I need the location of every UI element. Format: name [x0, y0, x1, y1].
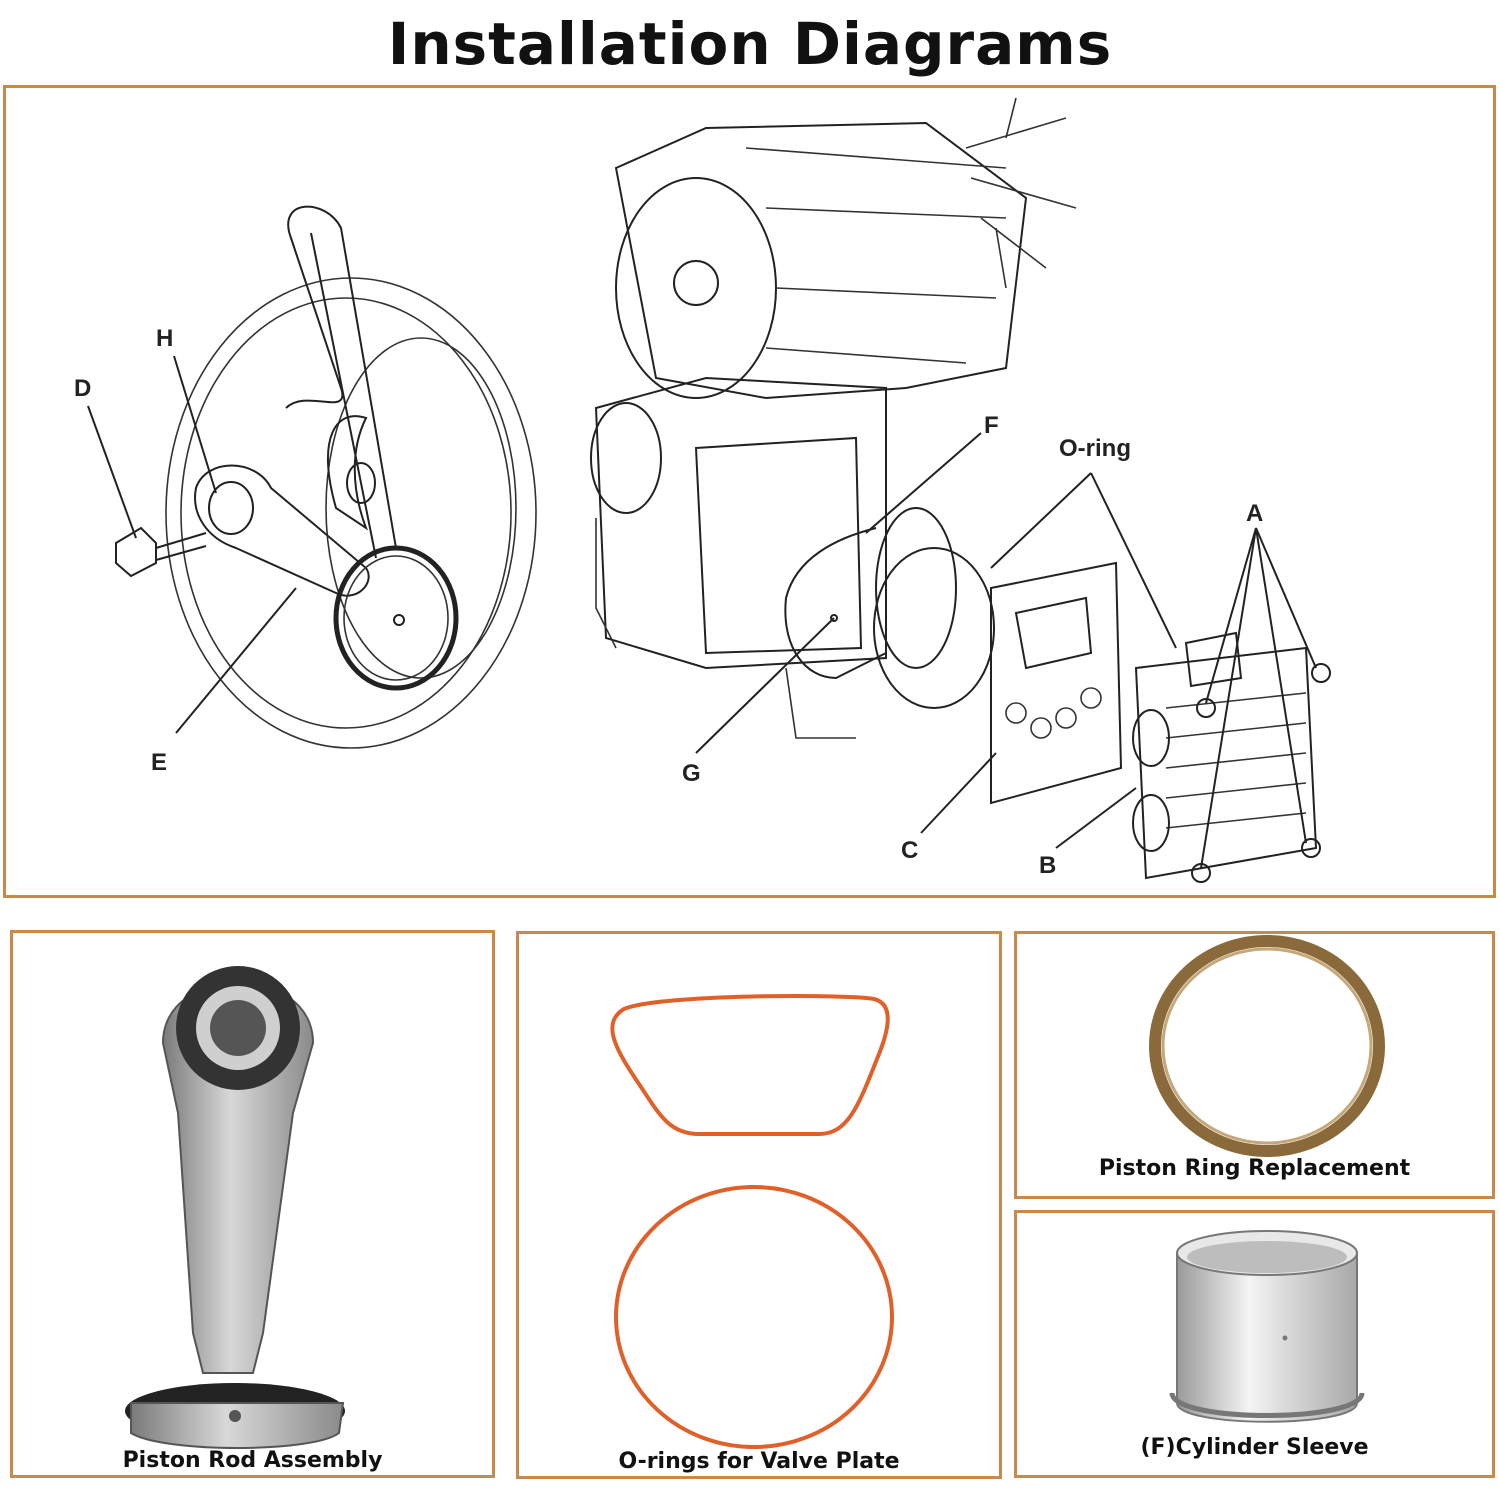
label-a: A: [1246, 500, 1263, 527]
leader-e: [175, 587, 297, 734]
label-b: B: [1039, 852, 1056, 879]
leader-oring-1: [990, 472, 1092, 569]
piston-ring-image: [1149, 935, 1385, 1157]
cylinder-oring: [614, 1185, 894, 1449]
label-d: D: [74, 375, 91, 402]
rod-piston-base: [130, 1402, 345, 1449]
flywheel-outer: [165, 277, 537, 749]
sleeve-bore: [1187, 1241, 1347, 1273]
crankcase-bearing: [590, 402, 662, 514]
cylinder-sleeve-caption: (F)Cylinder Sleeve: [1140, 1435, 1369, 1460]
exploded-diagram: D H E F G: [74, 97, 1331, 883]
cylinder-head-part: B A: [1039, 500, 1331, 883]
piston-face: [343, 555, 449, 681]
leader-a-2: [1255, 527, 1317, 669]
pulley-assembly: D H E: [74, 205, 537, 776]
motor-shaft: [673, 260, 719, 306]
shaft-hole: [346, 462, 376, 504]
sleeve-pin-hole-photo: [1282, 1335, 1288, 1341]
leader-g: [695, 617, 835, 754]
head-fins: [1165, 692, 1307, 829]
label-g: G: [682, 760, 701, 787]
sleeve-oring: [873, 547, 995, 709]
rod-piston-hole: [229, 1410, 241, 1422]
orings-caption: O-rings for Valve Plate: [618, 1449, 900, 1474]
bolt-shaft: [155, 532, 207, 561]
motor-endplate: [615, 177, 777, 399]
page-title: Installation Diagrams: [387, 10, 1113, 78]
flywheel-slot: [327, 415, 369, 531]
head-intake: [1184, 631, 1243, 688]
piston-ring-inner-edge: [1161, 947, 1373, 1145]
valve-port-1: [1005, 702, 1027, 724]
sleeve-flange: [1169, 1392, 1365, 1418]
piston-ring: [1149, 935, 1385, 1157]
rod-bearing: [208, 481, 254, 535]
head-port-bottom: [1132, 794, 1170, 852]
valve-port-2: [1030, 717, 1052, 739]
motor-housing: [614, 121, 1028, 400]
valve-port-3: [1055, 707, 1077, 729]
leader-a-4: [1255, 527, 1307, 844]
orings-image: [610, 994, 894, 1449]
label-f: F: [984, 412, 999, 439]
leader-a-1: [1205, 527, 1257, 704]
drive-belt: [285, 205, 397, 559]
leader-h: [173, 355, 217, 494]
valve-port-4: [1080, 687, 1102, 709]
valve-plate: [990, 561, 1123, 805]
head-bolt-1: [1196, 698, 1216, 718]
head-bolt-4: [1301, 838, 1321, 858]
piston-center: [393, 614, 405, 626]
valve-plate-oring: [610, 994, 890, 1136]
sleeve-body: [784, 527, 887, 680]
cylinder-sleeve-image: [1169, 1230, 1365, 1423]
connecting-rod: [194, 464, 370, 597]
cylinder-head: [1134, 646, 1318, 880]
motor-fins: [745, 147, 1007, 364]
orings-panel: O-rings for Valve Plate: [516, 931, 1002, 1479]
rod-bearing-bore: [210, 1000, 266, 1056]
piston-head: [333, 545, 459, 691]
valve-plate-part: C: [901, 561, 1123, 864]
label-oring: O-ring: [1059, 435, 1131, 462]
cylinder-bore: [694, 436, 863, 655]
label-e: E: [151, 749, 167, 776]
piston-rod-panel: Piston Rod Assembly: [10, 930, 495, 1478]
leader-a-3: [1200, 527, 1257, 869]
sleeve-body: [1176, 1252, 1358, 1423]
valve-reed: [1014, 596, 1093, 670]
label-h: H: [156, 325, 173, 352]
oring-callout: O-ring: [990, 435, 1177, 649]
sleeve-front: [875, 507, 957, 669]
crankcase: [594, 376, 887, 670]
label-c: C: [901, 837, 918, 864]
piston-rod-image: [125, 966, 345, 1449]
leader-b: [1055, 787, 1137, 849]
piston-ring-caption: Piston Ring Replacement: [1098, 1156, 1411, 1181]
leader-d: [87, 405, 137, 539]
motor-crankcase: [590, 97, 1077, 739]
leader-f: [865, 432, 982, 534]
leader-oring-2: [1090, 472, 1177, 649]
exploded-diagram-panel: D H E F G: [3, 85, 1496, 898]
cylinder-sleeve-panel: (F)Cylinder Sleeve: [1014, 1210, 1495, 1478]
head-port-top: [1132, 709, 1170, 767]
cooling-fan: [965, 97, 1077, 289]
leader-c: [920, 752, 997, 834]
piston-rod-caption: Piston Rod Assembly: [122, 1448, 383, 1473]
sleeve-pin-hole: [830, 614, 838, 622]
flywheel-hub: [325, 337, 517, 679]
cylinder-sleeve-part: F G: [682, 412, 999, 787]
head-bolt-2: [1311, 663, 1331, 683]
bolt-d: [115, 526, 157, 578]
flywheel-inner: [180, 297, 512, 729]
piston-ring-panel: Piston Ring Replacement: [1014, 931, 1495, 1199]
crankcase-base: [595, 518, 856, 739]
